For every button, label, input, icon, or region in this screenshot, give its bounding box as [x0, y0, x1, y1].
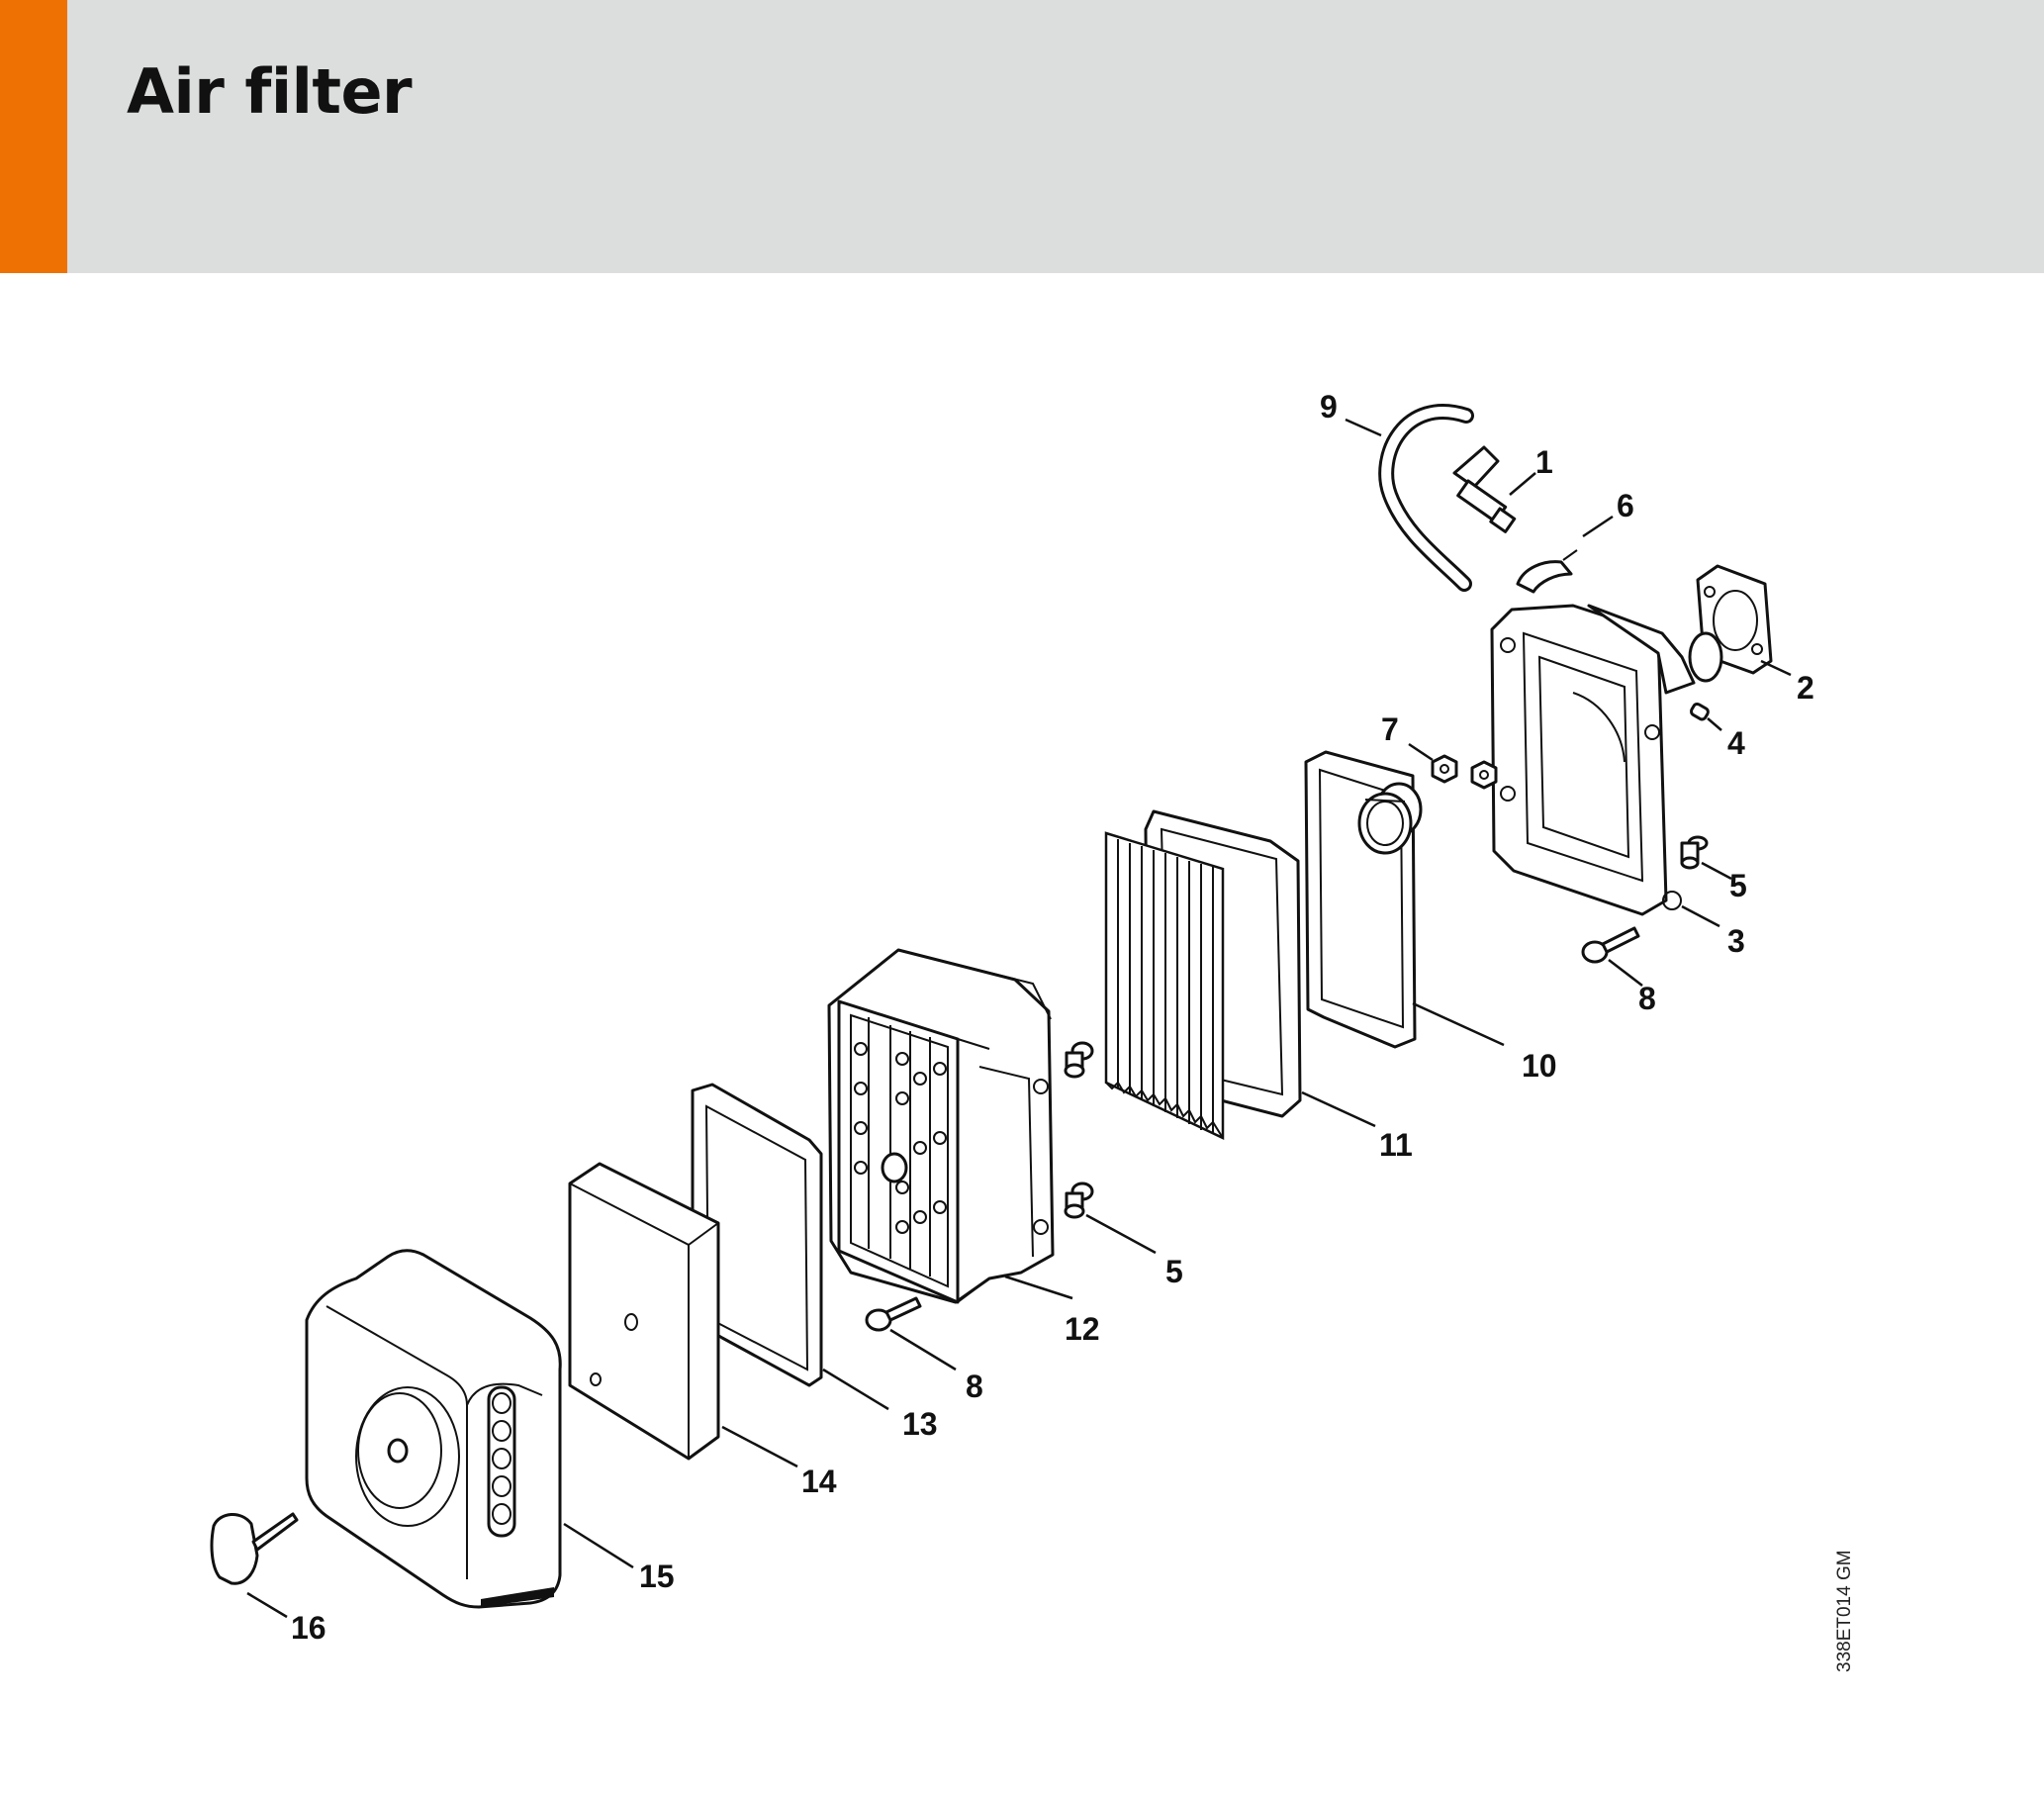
callout-8-lower: 8: [966, 1369, 983, 1404]
page-title: Air filter: [127, 55, 413, 128]
part-7-nut[interactable]: [1431, 754, 1498, 790]
header-accent-bar: [0, 0, 67, 273]
part-6-clip[interactable]: [1516, 549, 1578, 594]
callout-2: 2: [1797, 670, 1814, 706]
callout-6: 6: [1617, 488, 1634, 523]
callout-8-upper: 8: [1638, 981, 1656, 1016]
header-band: [0, 0, 2044, 273]
callout-14: 14: [801, 1464, 837, 1499]
callout-5-upper: 5: [1729, 868, 1747, 903]
callout-10: 10: [1522, 1048, 1557, 1084]
callout-11: 11: [1379, 1127, 1413, 1163]
part-12-prefilter-housing[interactable]: [827, 948, 1055, 1304]
callout-1: 1: [1535, 444, 1553, 480]
callout-5-lower: 5: [1165, 1254, 1183, 1289]
callout-3: 3: [1727, 923, 1745, 959]
part-15-filter-cover[interactable]: [305, 1249, 562, 1609]
part-11-pleated-filter[interactable]: [1104, 809, 1302, 1140]
part-5-sleeve-lower[interactable]: [1064, 1041, 1094, 1219]
callout-12: 12: [1065, 1311, 1100, 1347]
part-4-stud[interactable]: [1689, 702, 1710, 721]
part-9-hose[interactable]: [1378, 404, 1474, 592]
callout-15: 15: [639, 1559, 675, 1594]
part-3-base-plate[interactable]: [1490, 604, 1723, 916]
part-5-sleeve-upper[interactable]: [1680, 835, 1709, 870]
callout-7: 7: [1381, 711, 1399, 747]
callout-16: 16: [291, 1610, 326, 1646]
part-8-screw-upper[interactable]: [1581, 926, 1640, 964]
part-10-filter-carrier[interactable]: [1304, 750, 1423, 1049]
part-1-knob[interactable]: [1452, 445, 1517, 533]
leader-lines: [246, 418, 1792, 1619]
part-16-knob[interactable]: [210, 1512, 299, 1585]
callout-13: 13: [902, 1406, 938, 1442]
callout-4: 4: [1727, 725, 1745, 761]
part-8-screw-lower[interactable]: [865, 1296, 922, 1332]
reference-code: 338ET014 GM: [1834, 1550, 1855, 1672]
callout-9: 9: [1320, 389, 1338, 425]
part-14-foam-filter[interactable]: [568, 1162, 720, 1461]
